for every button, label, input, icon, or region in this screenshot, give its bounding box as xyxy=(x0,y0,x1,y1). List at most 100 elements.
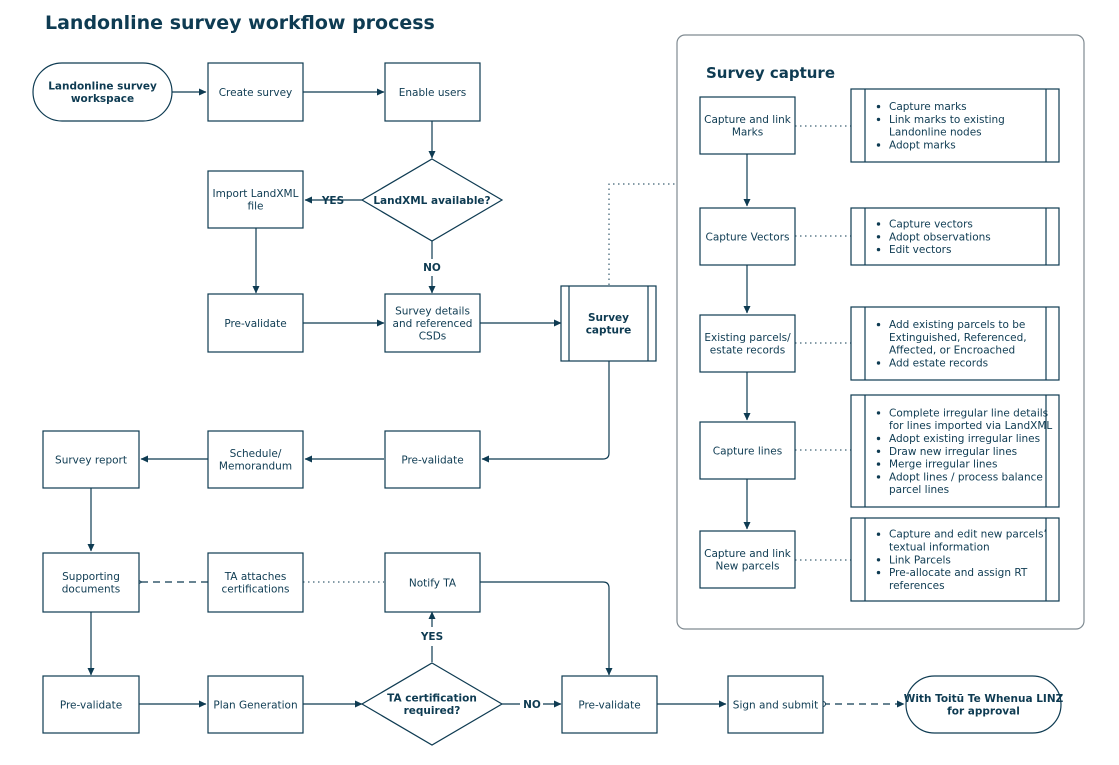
capture-step-label-line: Capture Vectors xyxy=(705,231,789,243)
capture-detail-item: Add existing parcels to be xyxy=(889,319,1025,331)
capture-step-box xyxy=(699,421,796,480)
plan-generation-box xyxy=(207,675,304,734)
workspace-terminal xyxy=(32,62,173,122)
capture-detail-item: Extinguished, Referenced, xyxy=(889,332,1027,344)
capture-detail-item: Complete irregular line details xyxy=(889,407,1048,419)
import-landxml-box xyxy=(207,170,304,229)
ta-decision xyxy=(360,662,504,746)
bullet-icon xyxy=(876,322,881,327)
yes-label: YES xyxy=(420,631,443,643)
workspace-label-line: Landonline survey xyxy=(48,81,157,93)
survey-capture-panel-title: Survey capture xyxy=(706,64,835,82)
linz-label-line: With Toitū Te Whenua LINZ xyxy=(904,693,1064,705)
ta-attaches-box xyxy=(207,552,304,613)
no-label: NO xyxy=(423,262,441,274)
capture-step-label-line: New parcels xyxy=(715,561,779,573)
prevalidate-box-1 xyxy=(207,293,304,353)
capture-detail-box xyxy=(850,394,1060,508)
schedule-label-line: Memorandum xyxy=(219,461,292,473)
connector xyxy=(480,581,613,676)
capture-step-label-line: estate records xyxy=(710,345,785,357)
capture-detail-item: for lines imported via LandXML xyxy=(889,420,1052,432)
enable-users-box xyxy=(384,62,481,122)
ta-attaches-label-line: certifications xyxy=(222,584,290,596)
sign-submit-label: Sign and submit xyxy=(733,699,818,711)
bullet-icon xyxy=(876,558,881,562)
capture-detail-item: Adopt existing irregular lines xyxy=(889,433,1040,445)
capture-detail-item: references xyxy=(889,580,945,592)
ta-attaches-label-line: TA attaches xyxy=(224,571,287,583)
bullet-icon xyxy=(876,117,881,122)
capture-detail-item: Affected, or Encroached xyxy=(889,345,1015,357)
ta-decision-label-line: TA certification xyxy=(387,693,477,705)
bullet-icon xyxy=(876,104,881,109)
capture-detail-item: Capture and edit new parcels’ xyxy=(889,529,1047,541)
landxml-decision-label: LandXML available? xyxy=(373,195,490,207)
schedule-box xyxy=(207,430,304,489)
bullet-icon xyxy=(876,449,881,453)
capture-detail-item: Pre-allocate and assign RT xyxy=(889,567,1028,579)
landxml-decision-label-line: LandXML available? xyxy=(373,195,490,207)
bullet-icon xyxy=(876,143,881,147)
capture-step-label-line: Capture lines xyxy=(713,445,783,457)
capture-step-box xyxy=(699,530,796,589)
linz-label-line: for approval xyxy=(947,706,1020,718)
prevalidate-label: Pre-validate xyxy=(60,699,122,711)
bullet-icon xyxy=(876,436,881,441)
survey-capture-label-line: Survey xyxy=(588,312,629,324)
capture-step-box xyxy=(699,207,796,266)
survey-report-box xyxy=(42,430,140,489)
prevalidate-label: Pre-validate xyxy=(224,318,286,330)
prevalidate-label: Pre-validate xyxy=(401,454,463,466)
capture-detail-item: Add estate records xyxy=(889,358,988,370)
capture-detail-item: Draw new irregular lines xyxy=(889,446,1017,458)
dotted-links xyxy=(303,125,851,583)
bullet-icon xyxy=(876,361,881,365)
capture-detail-box xyxy=(850,207,1060,266)
survey-details-box xyxy=(384,293,481,353)
prevalidate-label: Pre-validate xyxy=(578,699,640,711)
bullet-icon xyxy=(876,411,881,415)
bullet-icon xyxy=(876,532,881,536)
linz-terminal xyxy=(905,675,1062,734)
capture-detail-item: textual information xyxy=(889,542,990,554)
sign-submit-box xyxy=(727,675,824,734)
enable-users-label: Enable users xyxy=(399,87,466,99)
survey-report-label-line: Survey report xyxy=(55,454,127,466)
prevalidate-label-line: Pre-validate xyxy=(578,699,640,711)
survey-details-label-line: CSDs xyxy=(419,330,447,342)
capture-step-label-line: Existing parcels/ xyxy=(704,332,791,344)
capture-step-label: Capture lines xyxy=(713,445,783,457)
import-landxml-label-line: file xyxy=(248,201,264,213)
capture-detail-item: Edit vectors xyxy=(889,244,951,256)
capture-detail-item: Merge irregular lines xyxy=(889,459,997,471)
bullet-icon xyxy=(876,570,881,575)
notify-ta-label: Notify TA xyxy=(409,577,457,589)
create-survey-label: Create survey xyxy=(219,87,293,99)
capture-step-box xyxy=(699,96,796,155)
supporting-documents-label-line: Supporting xyxy=(62,571,120,583)
capture-detail-box xyxy=(850,517,1060,602)
survey-capture-label-line: capture xyxy=(586,325,632,337)
capture-step-label-line: Capture and link xyxy=(704,114,792,126)
survey-details-label-line: Survey details xyxy=(395,305,470,317)
ta-decision-label-line: required? xyxy=(404,705,461,717)
capture-detail-item: Capture vectors xyxy=(889,219,973,231)
prevalidate-label-line: Pre-validate xyxy=(401,454,463,466)
supporting-documents-box xyxy=(42,552,140,613)
enable-users-label-line: Enable users xyxy=(399,87,466,99)
connector xyxy=(481,361,610,463)
capture-detail-item: Adopt lines / process balance xyxy=(889,471,1043,483)
capture-detail-item: Adopt marks xyxy=(889,140,956,152)
capture-detail-box xyxy=(850,88,1060,163)
survey-capture-panel xyxy=(676,34,1085,630)
workspace-label-line: workspace xyxy=(71,93,134,105)
bullet-icon xyxy=(876,462,881,466)
capture-detail-item: Landonline nodes xyxy=(889,127,982,139)
